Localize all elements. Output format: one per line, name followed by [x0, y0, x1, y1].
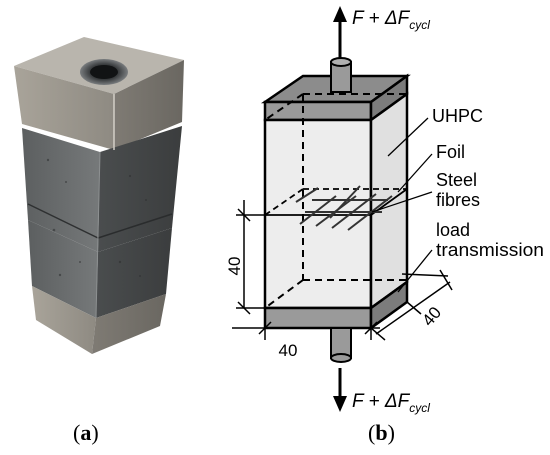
leader-load [397, 249, 433, 293]
label-uhpc: UHPC [432, 106, 483, 126]
dimension-depth [370, 269, 453, 341]
caption-b: (b) [368, 420, 395, 445]
specimen-cap-bottom-right [92, 294, 166, 354]
schematic-diagram [232, 6, 453, 412]
steel-fibres [295, 185, 393, 231]
specimen-cap-right-face [114, 60, 184, 150]
label-steel-fibres-2: fibres [436, 190, 480, 210]
leader-steel [371, 191, 433, 213]
caption-a: (a) [73, 420, 99, 445]
specimen-concrete-left-lower [28, 220, 98, 318]
force-label-bottom: F + ΔFcycl [352, 391, 430, 415]
leader-foil [397, 153, 433, 193]
label-foil: Foil [436, 142, 465, 162]
bottom-cap-front-face [263, 306, 373, 330]
specimen-photo [14, 37, 184, 354]
force-label-top: F + ΔFcycl [352, 8, 430, 32]
specimen-cap-bottom-left [32, 286, 96, 354]
dim-label-height: 40 [225, 257, 244, 276]
label-load-transmission-2: transmission [436, 240, 544, 260]
specimen-concrete-right-lower [96, 228, 172, 318]
top-cap-front-face [263, 100, 373, 122]
label-load-transmission-1: load [436, 220, 470, 240]
dim-label-depth: 40 [418, 303, 445, 330]
specimen-concrete-right-upper [98, 126, 182, 252]
specimen-concrete-left-upper [22, 128, 100, 252]
label-steel-fibres-1: Steel [436, 170, 477, 190]
dim-label-width: 40 [279, 341, 298, 360]
dimension-height [236, 200, 265, 315]
leader-uhpc [387, 117, 429, 157]
specimen-cap-left-face [14, 66, 114, 150]
